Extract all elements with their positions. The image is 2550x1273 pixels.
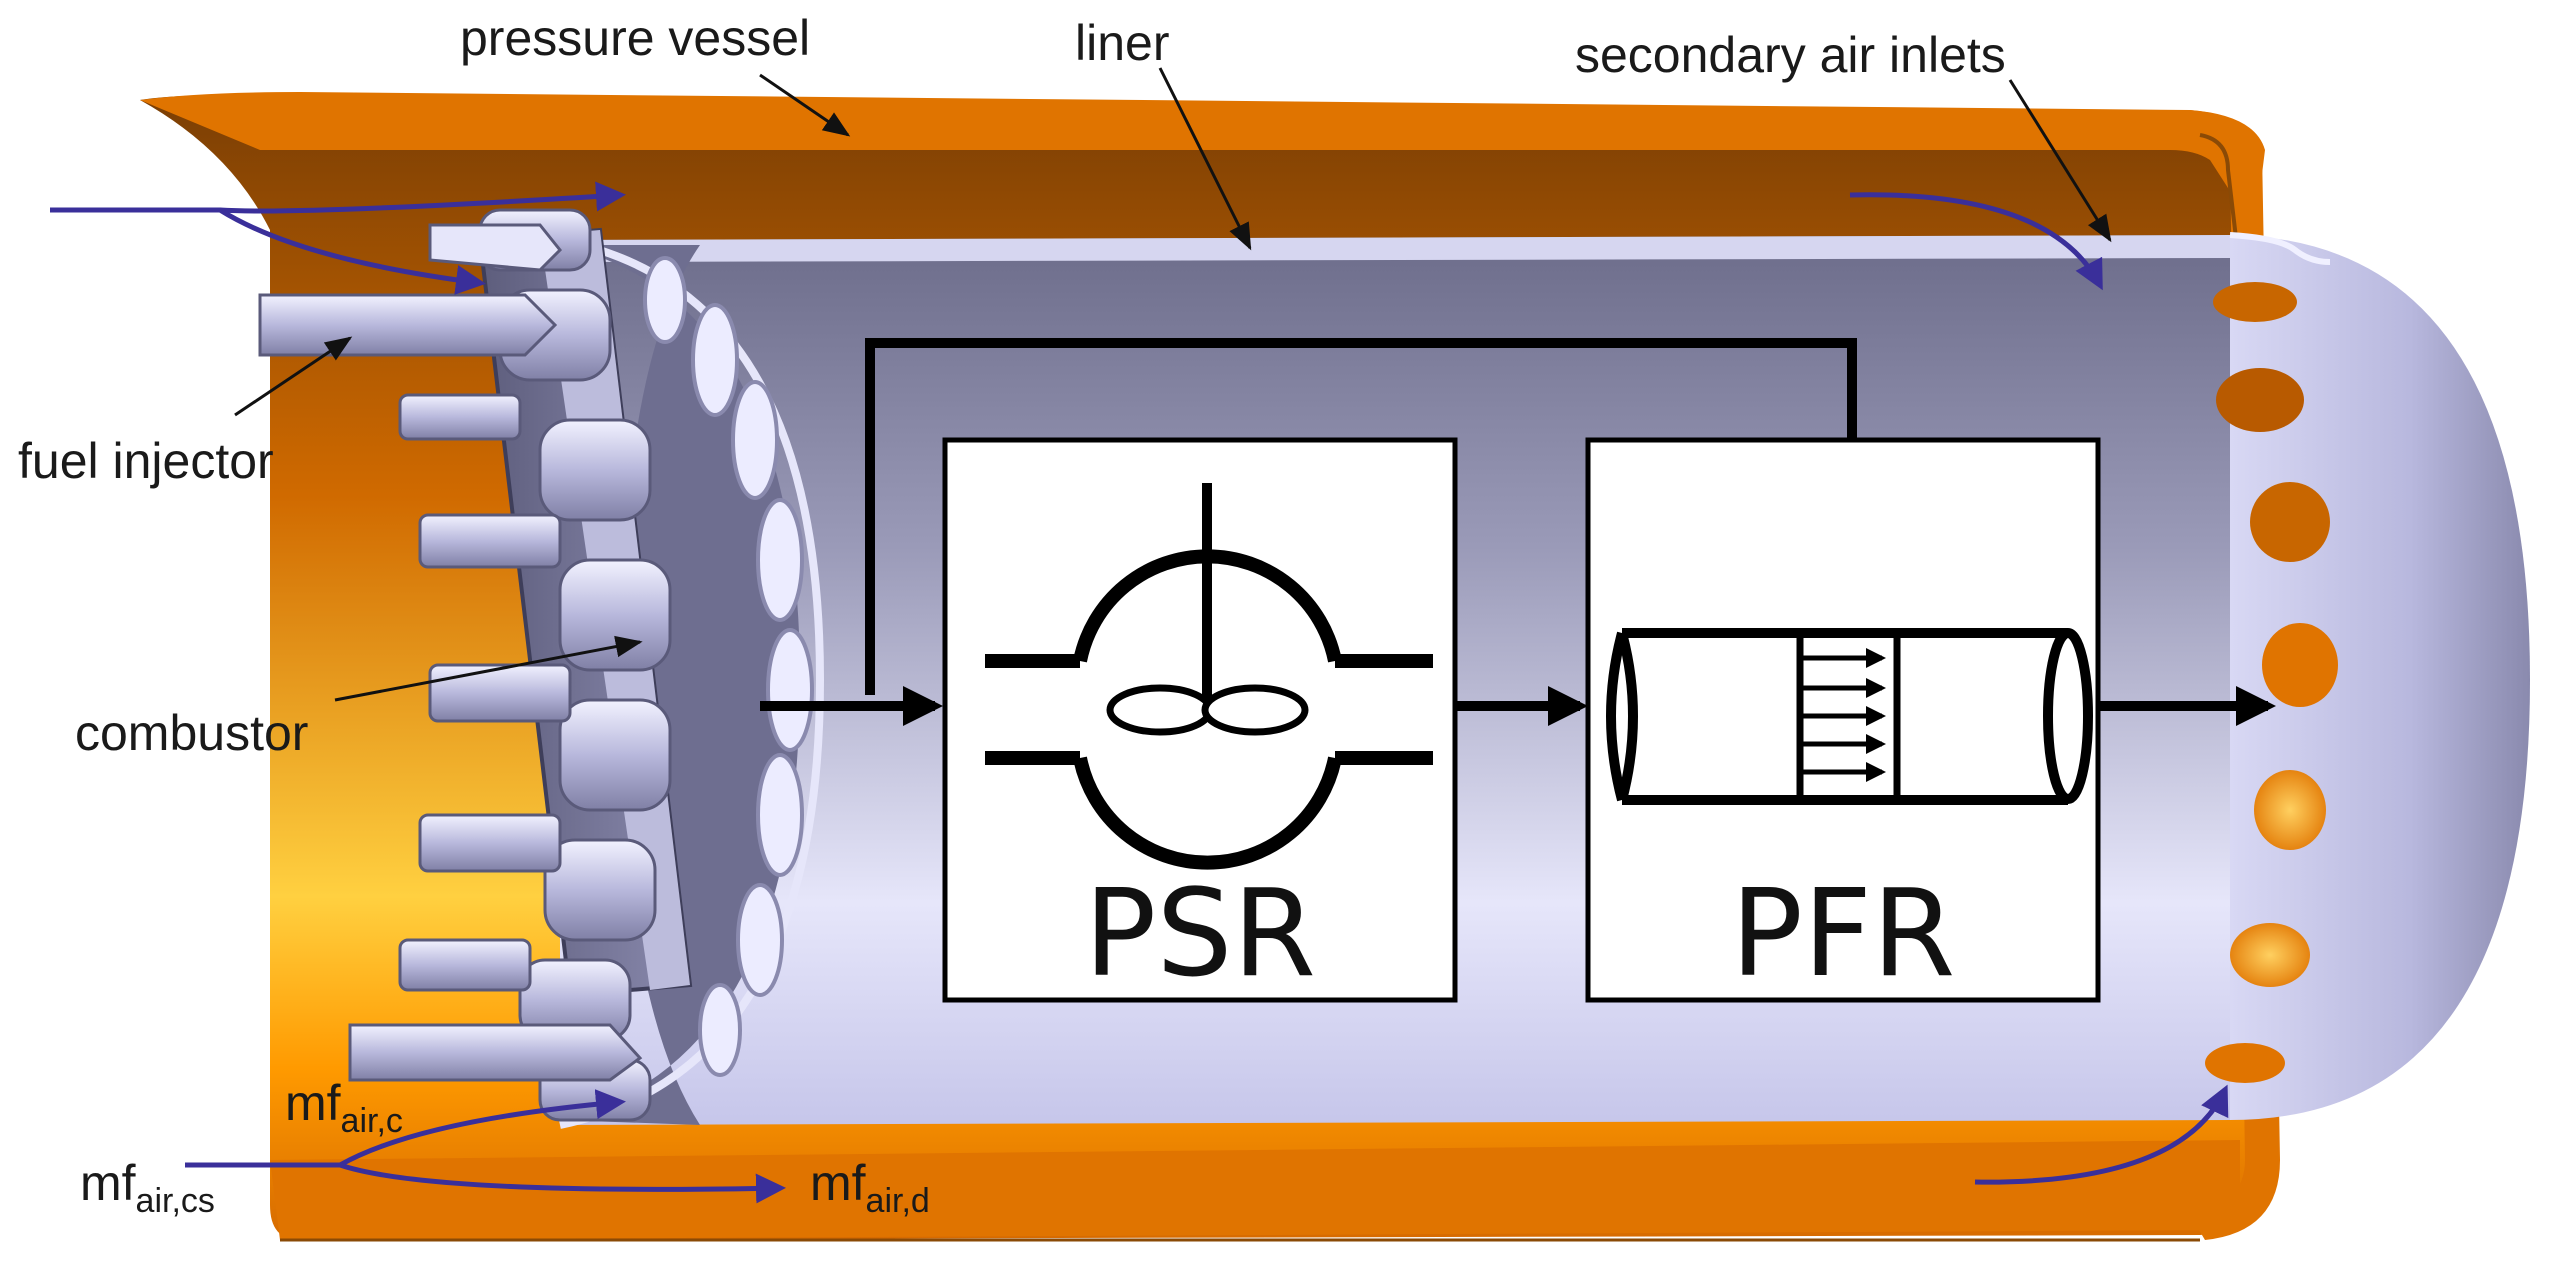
air-hole	[2254, 770, 2326, 850]
flow-arrow-secondary-top	[1849, 192, 2103, 291]
liner	[560, 232, 2530, 1125]
label-secondary-air-inlets: secondary air inlets	[1575, 27, 2006, 83]
bypass-line	[865, 338, 1857, 695]
label-fuel-injector: fuel injector	[18, 433, 274, 489]
label-liner: liner	[1075, 15, 1169, 71]
flow-arrow-air-c	[185, 1089, 626, 1168]
fuel-injector-lance	[348, 1023, 643, 1082]
label-combustor: combustor	[75, 705, 308, 761]
flow-arrow-top-bypass	[50, 181, 626, 214]
label-mf-air-d: mfair,d	[810, 1155, 930, 1220]
air-hole	[2230, 923, 2310, 987]
air-flows	[50, 181, 2229, 1204]
labels: pressure vessel liner secondary air inle…	[18, 10, 2006, 1220]
air-hole	[2250, 482, 2330, 562]
flow-arrow-top-injector	[50, 207, 486, 295]
pfr-label: PFR	[1731, 865, 1956, 1004]
reactor-network: PSR PFR	[760, 338, 2276, 1004]
label-mf-air-c: mfair,c	[285, 1075, 403, 1140]
flow-arrow-air-d	[185, 1162, 786, 1204]
air-hole	[2216, 368, 2304, 432]
stirrer-blade	[1201, 684, 1309, 736]
stirrer-blade	[1106, 684, 1214, 736]
air-hole	[2205, 1043, 2285, 1083]
label-mf-air-cs: mfair,cs	[80, 1155, 215, 1220]
secondary-air-holes	[2205, 282, 2338, 1083]
pfr-box: PFR	[1585, 437, 2101, 1004]
psr-label: PSR	[1084, 865, 1316, 1004]
fuel-injector-lance	[258, 293, 558, 357]
flow-arrow-secondary-bottom	[1974, 1084, 2229, 1185]
label-pressure-vessel: pressure vessel	[460, 10, 810, 66]
air-hole	[2213, 282, 2297, 322]
psr-box: PSR	[942, 437, 1458, 1004]
leader-lines	[234, 67, 2112, 702]
air-hole	[2262, 623, 2338, 707]
